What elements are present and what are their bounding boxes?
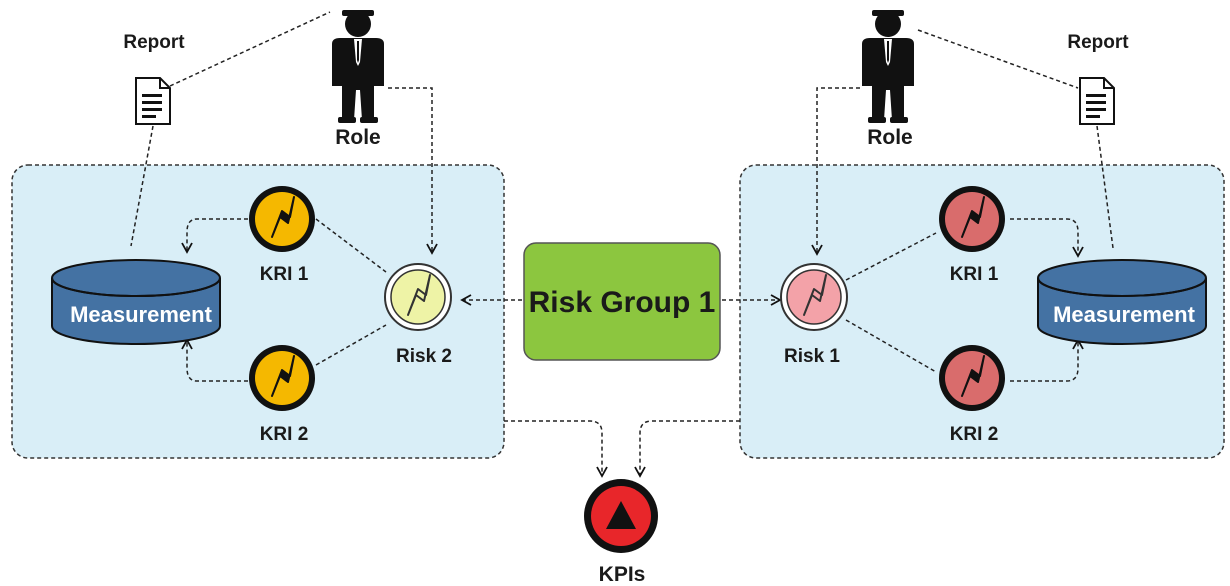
risk-group-box — [523, 242, 721, 361]
left-kri1-risk-link — [315, 218, 387, 273]
right-measurement-label: Measurement — [1053, 302, 1196, 327]
left-role-label: Role — [335, 126, 381, 149]
right-kri2-lightning-icon — [939, 345, 1005, 411]
left-report-icon — [135, 77, 171, 125]
right-role-label: Role — [867, 126, 913, 149]
left-report-role-link — [169, 11, 331, 87]
right-measurement-database-icon — [1037, 259, 1207, 345]
right-risk-kri2-link — [845, 319, 937, 373]
right-report-label: Report — [1067, 32, 1129, 53]
left-measurement-label: Measurement — [70, 302, 213, 327]
risk-group-label: Risk Group 1 — [529, 286, 716, 319]
right-risk-container — [739, 164, 1225, 459]
left-kri2-lightning-icon — [249, 345, 315, 411]
left-risk-label: Risk 2 — [396, 346, 452, 367]
left-role-risk-arrow — [388, 87, 438, 255]
left-role-person-icon — [332, 10, 384, 123]
kpi-label: KPIs — [599, 563, 646, 586]
right-kri1-label: KRI 1 — [950, 264, 999, 285]
right-role-person-icon — [862, 10, 914, 123]
right-kri2-measurement-arrow — [1010, 338, 1084, 382]
right-container-kpi-arrow — [634, 420, 740, 478]
connectors — [130, 11, 1114, 478]
right-kri1-measurement-arrow — [1010, 218, 1084, 258]
right-role-risk-arrow — [811, 87, 860, 256]
left-risk-lightning-icon — [384, 263, 452, 331]
left-container-kpi-arrow — [504, 420, 608, 478]
left-measurement-database-icon — [51, 259, 221, 345]
left-kri1-lightning-icon — [249, 186, 315, 252]
left-kri1-measurement-arrow — [181, 218, 248, 254]
left-kri1-label: KRI 1 — [260, 264, 309, 285]
left-kri2-measurement-arrow — [181, 338, 248, 382]
left-report-label: Report — [123, 32, 185, 53]
right-risk-label: Risk 1 — [784, 346, 840, 367]
right-report-icon — [1079, 77, 1115, 125]
left-report-measurement-link — [130, 125, 154, 247]
right-risk-kri1-link — [845, 232, 937, 281]
right-kri1-lightning-icon — [939, 186, 1005, 252]
left-risk-container — [11, 164, 505, 459]
kpi-triangle-icon — [584, 479, 658, 553]
left-kri2-label: KRI 2 — [260, 424, 309, 445]
right-risk-lightning-icon — [780, 263, 848, 331]
right-report-role-link — [917, 29, 1079, 89]
right-kri2-label: KRI 2 — [950, 424, 999, 445]
